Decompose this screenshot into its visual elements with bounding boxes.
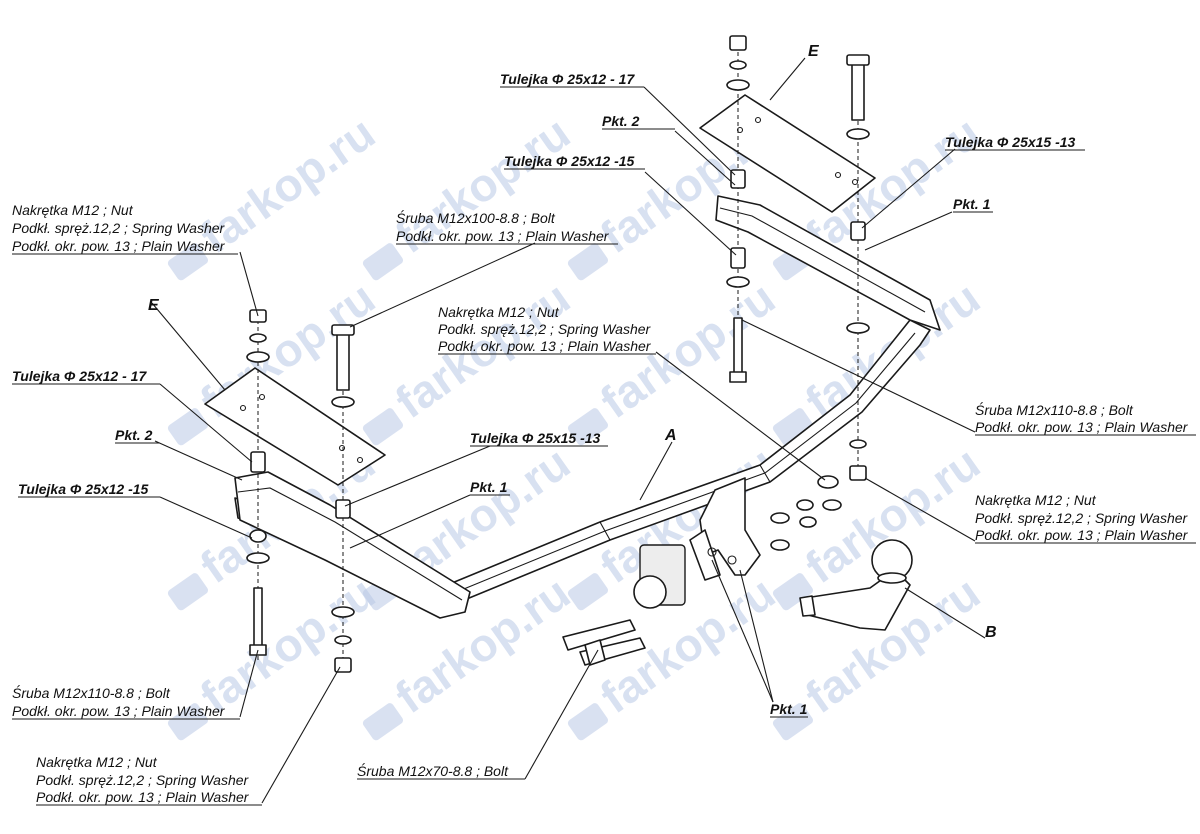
label-bolt-m12x110-left-1: Śruba M12x110-8.8 ; Bolt [12,684,171,701]
label-pkt2-top: Pkt. 2 [602,113,640,129]
tow-ball-b [799,539,913,631]
callout-labels: Nakrętka M12 ; Nut Podkł. spręż.12,2 ; S… [12,43,1196,806]
label-nut-right-1: Nakrętka M12 ; Nut [975,492,1097,508]
label-bolt-m12x110-left-2: Podkł. okr. pow. 13 ; Plain Washer [12,703,226,719]
watermark-car-icon [362,408,404,446]
watermark-car-icon [567,408,609,446]
watermark-car-icon [362,703,404,741]
label-b: B [985,624,997,641]
watermark-car-icon [567,703,609,741]
watermark-car-icon [362,243,404,281]
label-bolt-m12x110-right-2: Podkł. okr. pow. 13 ; Plain Washer [975,419,1189,435]
watermark-car-icon [772,573,814,611]
label-nut-top-left-1: Nakrętka M12 ; Nut [12,202,134,218]
label-nut-bottom-left-1: Nakrętka M12 ; Nut [36,754,158,770]
label-tulejka-17-top: Tulejka Φ 25x12 - 17 [500,71,635,87]
label-tulejka-17-left: Tulejka Φ 25x12 - 17 [12,368,147,384]
left-hardware-stack [246,309,270,660]
center-bracket [562,477,761,666]
label-a: A [664,427,677,444]
watermark-car-icon [167,573,209,611]
label-bolt-m12x70: Śruba M12x70-8.8 ; Bolt [357,762,509,779]
right-hardware-stack [846,54,870,481]
label-tulejka-15-top: Tulejka Φ 25x12 -15 [504,153,635,169]
washer-nut-pairs [770,475,842,551]
label-nut-right-3: Podkł. okr. pow. 13 ; Plain Washer [975,527,1189,543]
plate-e-top [699,94,876,213]
watermark-car-icon [567,243,609,281]
label-bolt-m12x110-right-1: Śruba M12x110-8.8 ; Bolt [975,401,1134,418]
label-bolt-m12x100-2: Podkł. okr. pow. 13 ; Plain Washer [396,228,610,244]
label-tulejka-15-left: Tulejka Φ 25x12 -15 [18,481,149,497]
watermark-car-icon [567,573,609,611]
watermark-car-icon [167,408,209,446]
watermark-car-icon [167,243,209,281]
label-pkt1-bottom: Pkt. 1 [770,701,808,717]
label-nut-mid-3: Podkł. okr. pow. 13 ; Plain Washer [438,338,652,354]
label-nut-mid-1: Nakrętka M12 ; Nut [438,304,560,320]
label-nut-top-left-3: Podkł. okr. pow. 13 ; Plain Washer [12,238,226,254]
label-bolt-m12x100-1: Śruba M12x100-8.8 ; Bolt [396,209,556,226]
label-nut-mid-2: Podkł. spręż.12,2 ; Spring Washer [438,321,652,337]
label-tulejka-13-right: Tulejka Φ 25x15 -13 [945,134,1076,150]
label-e-left: E [148,297,160,314]
label-nut-bottom-left-2: Podkł. spręż.12,2 ; Spring Washer [36,772,250,788]
label-e-top: E [808,43,820,60]
label-pkt1-right: Pkt. 1 [953,196,991,212]
watermark-car-icon [167,703,209,741]
label-nut-bottom-left-3: Podkł. okr. pow. 13 ; Plain Washer [36,789,250,805]
plate-e-left [204,367,386,486]
watermark-car-icon [772,408,814,446]
label-pkt1-mid: Pkt. 1 [470,479,508,495]
leader-lines [151,57,986,804]
label-pkt2-left: Pkt. 2 [115,427,153,443]
right-side-member [715,195,941,331]
label-nut-top-left-2: Podkł. spręż.12,2 ; Spring Washer [12,220,226,236]
left-side-member [234,471,471,619]
watermark-car-icon [772,703,814,741]
label-nut-right-2: Podkł. spręż.12,2 ; Spring Washer [975,510,1189,526]
label-tulejka-13-mid: Tulejka Φ 25x15 -13 [470,430,601,446]
